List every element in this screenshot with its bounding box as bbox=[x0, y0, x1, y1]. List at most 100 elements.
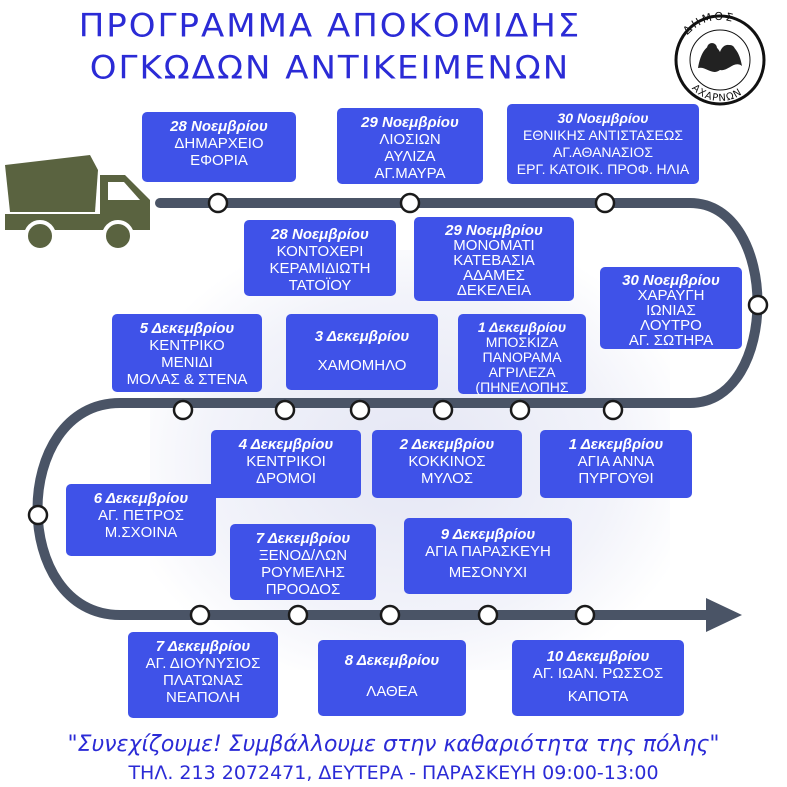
schedule-place: ΡΟΥΜΕΛΗΣ bbox=[261, 564, 345, 581]
schedule-place: ΛΙΟΣΙΩΝ bbox=[379, 131, 441, 148]
schedule-place: ΜΟΝΟΜΑΤΙ bbox=[453, 237, 535, 254]
schedule-place: ΤΑΤΟΪΟΥ bbox=[288, 277, 352, 294]
page-title-line2: ΟΓΚΩΔΩΝ ΑΝΤΙΚΕΙΜΕΝΩΝ bbox=[89, 49, 571, 87]
schedule-place: ΜΕΣΟΝΥΧΙ bbox=[448, 564, 528, 581]
schedule-place: ΧΑΜΟΜΗΛΟ bbox=[317, 357, 407, 374]
schedule-place: ΠΛΑΤΩΝΑΣ bbox=[163, 672, 243, 689]
schedule-place: ΚΑΠΟΤΑ bbox=[567, 688, 629, 705]
schedule-place: ΚΑΤΕΒΑΣΙΑ bbox=[453, 252, 535, 269]
stop-marker bbox=[349, 399, 371, 421]
stop-marker bbox=[574, 604, 596, 626]
schedule-place: ΔΡΟΜΟΙ bbox=[255, 470, 317, 487]
stop-marker bbox=[207, 192, 229, 214]
footer-slogan: "Συνεχίζουμε! Συμβάλλουμε στην καθαριότη… bbox=[67, 732, 720, 757]
schedule-place: ΕΦΟΡΙΑ bbox=[190, 152, 248, 169]
schedule-place: ΑΓ. ΙΩΑΝ. ΡΩΣΣΟΣ bbox=[532, 665, 664, 682]
stop-marker bbox=[747, 294, 769, 316]
schedule-place: ΚΕΝΤΡΙΚΟ bbox=[149, 337, 225, 354]
footer-contact: ΤΗΛ. 213 2072471, ΔΕΥΤΕΡΑ - ΠΑΡΑΣΚΕΥΗ 09… bbox=[128, 762, 659, 784]
schedule-card: 7 Δεκεμβρίου ΞΕΝΟΔ/ΛΩΝ ΡΟΥΜΕΛΗΣ ΠΡΟΟΔΟΣ bbox=[230, 524, 376, 600]
schedule-card: 1 Δεκεμβρίου ΑΓΙΑ ΑΝΝΑ ΠΥΡΓΟΥΘΙ bbox=[540, 430, 692, 498]
schedule-place: ΑΓΙΑ ΑΝΝΑ bbox=[577, 453, 655, 470]
schedule-card: 29 Νοεμβρίου ΜΟΝΟΜΑΤΙ ΚΑΤΕΒΑΣΙΑ ΑΔΑΜΕΣ Δ… bbox=[414, 217, 574, 301]
schedule-place: ΠΡΟΟΔΟΣ bbox=[265, 581, 341, 598]
schedule-place: ΑΓΡΙΛΕΖΑ bbox=[488, 364, 556, 380]
schedule-place: ΚΟΝΤΟΧΕΡΙ bbox=[276, 243, 364, 260]
schedule-date: 10 Δεκεμβρίου bbox=[546, 648, 650, 665]
schedule-date: 1 Δεκεμβρίου bbox=[568, 436, 664, 453]
schedule-place: ΞΕΝΟΔ/ΛΩΝ bbox=[258, 547, 348, 564]
schedule-date: 8 Δεκεμβρίου bbox=[344, 652, 440, 669]
schedule-card: 5 Δεκεμβρίου ΚΕΝΤΡΙΚΟ ΜΕΝΙΔΙ ΜΟΛΑΣ & ΣΤΕ… bbox=[112, 314, 262, 392]
schedule-date: 29 Νοεμβρίου bbox=[361, 114, 459, 131]
stop-marker bbox=[189, 604, 211, 626]
schedule-card: 9 Δεκεμβρίου ΑΓΙΑ ΠΑΡΑΣΚΕΥΗ ΜΕΣΟΝΥΧΙ bbox=[404, 518, 572, 594]
schedule-card: 6 Δεκεμβρίου ΑΓ. ΠΕΤΡΟΣ Μ.ΣΧΟΙΝΑ bbox=[66, 484, 216, 556]
schedule-date: 30 Νοεμβρίου bbox=[557, 110, 649, 126]
schedule-date: 5 Δεκεμβρίου bbox=[139, 320, 235, 337]
schedule-place: ΚΕΝΤΡΙΚΟΙ bbox=[246, 453, 326, 470]
schedule-card: 28 Νοεμβρίου ΚΟΝΤΟΧΕΡΙ ΚΕΡΑΜΙΔΙΩΤΗ ΤΑΤΟΪ… bbox=[244, 220, 396, 296]
schedule-date: 29 Νοεμβρίου bbox=[445, 222, 543, 239]
schedule-place: ΛΑΘΕΑ bbox=[366, 683, 418, 700]
schedule-place: ΑΓ.ΜΑΥΡΑ bbox=[374, 165, 446, 182]
schedule-place: ΜΟΛΑΣ & ΣΤΕΝΑ bbox=[126, 371, 248, 388]
schedule-place: ΠΥΡΓΟΥΘΙ bbox=[578, 470, 654, 487]
dump-truck-icon bbox=[5, 155, 150, 252]
schedule-place: (ΠΗΝΕΛΟΠΗΣ bbox=[475, 379, 569, 395]
schedule-place: ΝΕΑΠΟΛΗ bbox=[166, 689, 240, 706]
schedule-place: ΜΠΟΣΚΙΖΑ bbox=[485, 334, 559, 350]
schedule-place: ΛΟΥΤΡΟ bbox=[640, 317, 702, 334]
schedule-card: 10 Δεκεμβρίου ΑΓ. ΙΩΑΝ. ΡΩΣΣΟΣ ΚΑΠΟΤΑ bbox=[512, 640, 684, 716]
schedule-card: 8 Δεκεμβρίου ΛΑΘΕΑ bbox=[318, 640, 466, 716]
stop-marker bbox=[602, 399, 624, 421]
stop-marker bbox=[27, 504, 49, 526]
schedule-place: ΙΩΝΙΑΣ bbox=[646, 302, 696, 319]
schedule-place: ΑΓ. ΣΩΤΗΡΑ bbox=[628, 332, 714, 349]
schedule-date: 28 Νοεμβρίου bbox=[271, 226, 369, 243]
stop-marker bbox=[379, 604, 401, 626]
stop-marker bbox=[287, 604, 309, 626]
schedule-card: 3 Δεκεμβρίου ΧΑΜΟΜΗΛΟ bbox=[286, 314, 438, 390]
schedule-place: ΜΥΛΟΣ bbox=[420, 470, 474, 487]
schedule-date: 7 Δεκεμβρίου bbox=[255, 530, 351, 547]
schedule-place: ΑΥΛΙΖΑ bbox=[384, 148, 436, 165]
schedule-place: ΧΑΡΑΥΓΗ bbox=[637, 287, 705, 304]
municipality-seal-icon: ΔΗΜΟΣ ΑΧΑΡΝΩΝ bbox=[674, 10, 766, 106]
schedule-date: 6 Δεκεμβρίου bbox=[93, 490, 189, 507]
schedule-card: 4 Δεκεμβρίου ΚΕΝΤΡΙΚΟΙ ΔΡΟΜΟΙ bbox=[211, 430, 361, 498]
stop-marker bbox=[432, 399, 454, 421]
schedule-place: ΔΗΜΑΡΧΕΙΟ bbox=[174, 135, 264, 152]
schedule-card: 2 Δεκεμβρίου ΚΟΚΚΙΝΟΣ ΜΥΛΟΣ bbox=[372, 430, 522, 498]
schedule-card: 30 Νοεμβρίου ΕΘΝΙΚΗΣ ΑΝΤΙΣΤΑΣΕΩΣ ΑΓ.ΑΘΑΝ… bbox=[507, 104, 699, 184]
schedule-card: 30 Νοεμβρίου ΧΑΡΑΥΓΗ ΙΩΝΙΑΣ ΛΟΥΤΡΟ ΑΓ. Σ… bbox=[600, 267, 742, 349]
schedule-card: 7 Δεκεμβρίου ΑΓ. ΔΙΟΥΝΥΣΙΟΣ ΠΛΑΤΩΝΑΣ ΝΕΑ… bbox=[128, 632, 278, 718]
schedule-date: 3 Δεκεμβρίου bbox=[314, 328, 410, 345]
schedule-place: ΜΕΝΙΔΙ bbox=[161, 354, 213, 371]
schedule-date: 30 Νοεμβρίου bbox=[622, 272, 720, 289]
stop-marker bbox=[477, 604, 499, 626]
schedule-place: ΚΟΚΚΙΝΟΣ bbox=[408, 453, 486, 470]
schedule-place: ΕΘΝΙΚΗΣ ΑΝΤΙΣΤΑΣΕΩΣ bbox=[523, 127, 683, 143]
arrow-head-icon bbox=[706, 598, 742, 632]
schedule-place: ΑΓ.ΑΘΑΝΑΣΙΟΣ bbox=[553, 144, 653, 160]
page-title-line1: ΠΡΟΓΡΑΜΜΑ ΑΠΟΚΟΜΙΔΗΣ bbox=[78, 7, 582, 45]
stop-marker bbox=[509, 399, 531, 421]
schedule-place: ΕΡΓ. ΚΑΤΟΙΚ. ΠΡΟΦ. ΗΛΙΑ bbox=[516, 161, 690, 177]
schedule-date: 28 Νοεμβρίου bbox=[170, 118, 268, 135]
schedule-place: ΔΕΚΕΛΕΙΑ bbox=[456, 282, 532, 299]
schedule-date: 4 Δεκεμβρίου bbox=[238, 436, 334, 453]
stop-marker bbox=[274, 399, 296, 421]
schedule-place: ΠΑΝΟΡΑΜΑ bbox=[482, 349, 562, 365]
schedule-place: Μ.ΣΧΟΙΝΑ bbox=[104, 524, 178, 541]
schedule-place: ΑΓ. ΔΙΟΥΝΥΣΙΟΣ bbox=[145, 655, 261, 672]
schedule-place: ΑΔΑΜΕΣ bbox=[463, 267, 525, 284]
schedule-date: 2 Δεκεμβρίου bbox=[399, 436, 495, 453]
stop-marker bbox=[399, 192, 421, 214]
schedule-place: ΑΓ. ΠΕΤΡΟΣ bbox=[98, 507, 184, 524]
schedule-place: ΑΓΙΑ ΠΑΡΑΣΚΕΥΗ bbox=[425, 543, 551, 560]
schedule-date: 9 Δεκεμβρίου bbox=[440, 526, 536, 543]
schedule-date: 7 Δεκεμβρίου bbox=[155, 638, 251, 655]
schedule-card: 1 Δεκεμβρίου ΜΠΟΣΚΙΖΑ ΠΑΝΟΡΑΜΑ ΑΓΡΙΛΕΖΑ … bbox=[458, 314, 586, 395]
